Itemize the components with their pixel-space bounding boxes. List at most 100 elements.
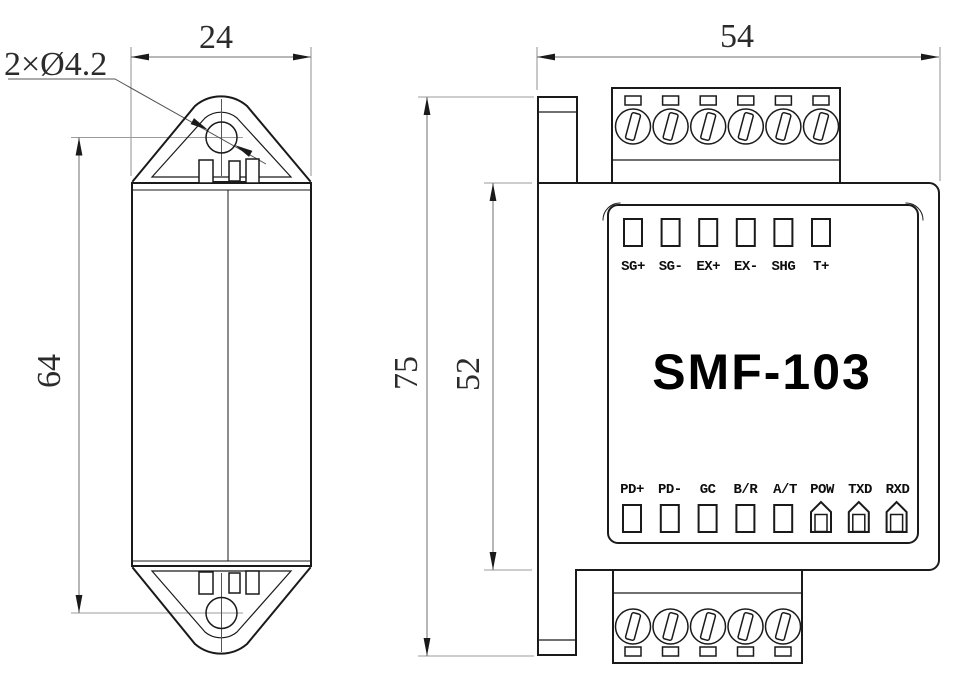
arrowhead-up-icon <box>423 97 431 115</box>
wire-slot <box>661 646 680 657</box>
tab-outer-outline <box>131 95 312 183</box>
terminal-pad <box>622 504 642 533</box>
terminal-screw-icon <box>802 95 840 145</box>
terminal-label: EX+ <box>696 259 720 275</box>
screw-slot <box>812 111 830 142</box>
led-window <box>814 513 828 533</box>
terminal-screw-icon <box>614 608 652 657</box>
panel-outline <box>607 204 919 544</box>
terminal-pad <box>698 218 719 247</box>
dim-width-value: 54 <box>720 18 754 55</box>
panel-corner-highlight <box>905 202 924 221</box>
terminal-label: PD- <box>658 482 682 498</box>
dim-height-value: 75 <box>388 356 425 390</box>
terminal-label: T+ <box>813 259 829 275</box>
dim-height-75: 75 <box>388 96 534 657</box>
bottom-mounting-tab <box>131 566 312 655</box>
terminal-label: SG+ <box>621 259 645 275</box>
dim-width-54: 54 <box>536 18 941 181</box>
terminal-label: A/T <box>773 482 797 498</box>
led-outline <box>847 500 870 533</box>
led-outline <box>810 500 832 533</box>
screw-head <box>614 608 652 645</box>
terminal-screw-icon <box>652 608 689 657</box>
arrowhead-right-icon <box>293 53 311 61</box>
led-outline <box>885 500 908 533</box>
screw-head <box>689 108 727 145</box>
arrowhead-left-icon <box>537 53 555 61</box>
model-name: SMF-103 <box>652 344 872 400</box>
terminal-block-outline <box>612 569 803 664</box>
screw-head <box>764 608 802 645</box>
screw-slot <box>624 611 642 642</box>
arrowhead-up-icon <box>75 137 83 156</box>
tab-inner-outline <box>150 111 293 178</box>
terminal-screw-icon <box>614 95 652 145</box>
terminal-label: PD+ <box>620 482 644 498</box>
screw-head <box>652 108 689 145</box>
dim-width-value: 24 <box>199 19 233 56</box>
bottom-terminal-block <box>612 569 803 664</box>
arrowhead-down-icon <box>75 595 83 613</box>
screw-head <box>727 108 765 145</box>
tab-inner-outline <box>150 570 293 639</box>
terminal-label: GC <box>700 482 717 498</box>
top-mounting-tab <box>131 95 312 184</box>
arrowhead-down-icon <box>423 638 431 656</box>
dim-body-height-52: 52 <box>450 182 532 571</box>
screw-slot <box>624 111 642 142</box>
screw-slot <box>699 611 717 642</box>
leader-arrowhead-icon <box>235 145 253 157</box>
wire-slot <box>699 646 717 657</box>
wire-slot <box>624 95 642 106</box>
screw-head <box>765 108 802 145</box>
terminal-label: SHG <box>772 259 796 275</box>
din-clip-tooth <box>228 160 241 182</box>
screw-slot <box>774 611 792 642</box>
txd-led-icon <box>847 500 870 533</box>
wire-slot <box>624 646 642 657</box>
led-label: RXD <box>886 482 910 498</box>
screw-slot <box>662 611 679 642</box>
screw-head <box>802 108 840 145</box>
din-flange <box>537 96 578 656</box>
screw-slot <box>737 611 754 642</box>
hole-callout-text: 2×Ø4.2 <box>4 46 107 83</box>
pow-led-icon <box>810 500 832 533</box>
din-clip-tooth <box>245 570 260 595</box>
terminal-pad <box>773 218 794 247</box>
rxd-led-icon <box>885 500 908 533</box>
led-label: TXD <box>848 482 872 498</box>
terminal-pad <box>811 218 831 247</box>
wire-slot <box>737 95 755 106</box>
top-terminal-block <box>611 87 841 184</box>
din-clip-tooth <box>198 571 214 595</box>
screw-slot <box>775 111 792 142</box>
terminal-screw-icon <box>765 95 802 145</box>
terminal-pad <box>697 504 718 533</box>
terminal-pad <box>773 504 794 533</box>
screw-head <box>727 608 764 645</box>
terminal-pad <box>660 218 681 247</box>
bottom-row-labels: PD+ PD- GC B/R A/T POW TXD RXD <box>620 482 910 498</box>
wire-slot <box>736 646 755 657</box>
side-body <box>131 182 312 567</box>
wire-slot <box>774 95 793 106</box>
dim-height-64: 64 <box>31 136 243 614</box>
top-terminal-labels: SG+ SG- EX+ EX- SHG T+ <box>621 259 829 275</box>
dim-width-24: 24 <box>130 19 312 176</box>
side-view: 24 64 2×Ø4.2 <box>4 19 312 655</box>
wire-slot <box>812 95 830 106</box>
leader-line <box>8 78 267 165</box>
terminal-pad <box>623 218 643 247</box>
terminal-pad <box>735 504 756 533</box>
wire-slot <box>661 95 680 106</box>
dim-body-height-value: 52 <box>450 357 487 391</box>
dim-height-value: 64 <box>31 354 68 388</box>
arrowhead-right-icon <box>921 53 939 61</box>
mounting-hole <box>205 596 238 630</box>
terminal-screw-icon <box>689 608 727 657</box>
body-outline <box>575 182 940 571</box>
front-panel: SG+ SG- EX+ EX- SHG T+ SMF-103 PD+ PD- G… <box>602 202 924 544</box>
